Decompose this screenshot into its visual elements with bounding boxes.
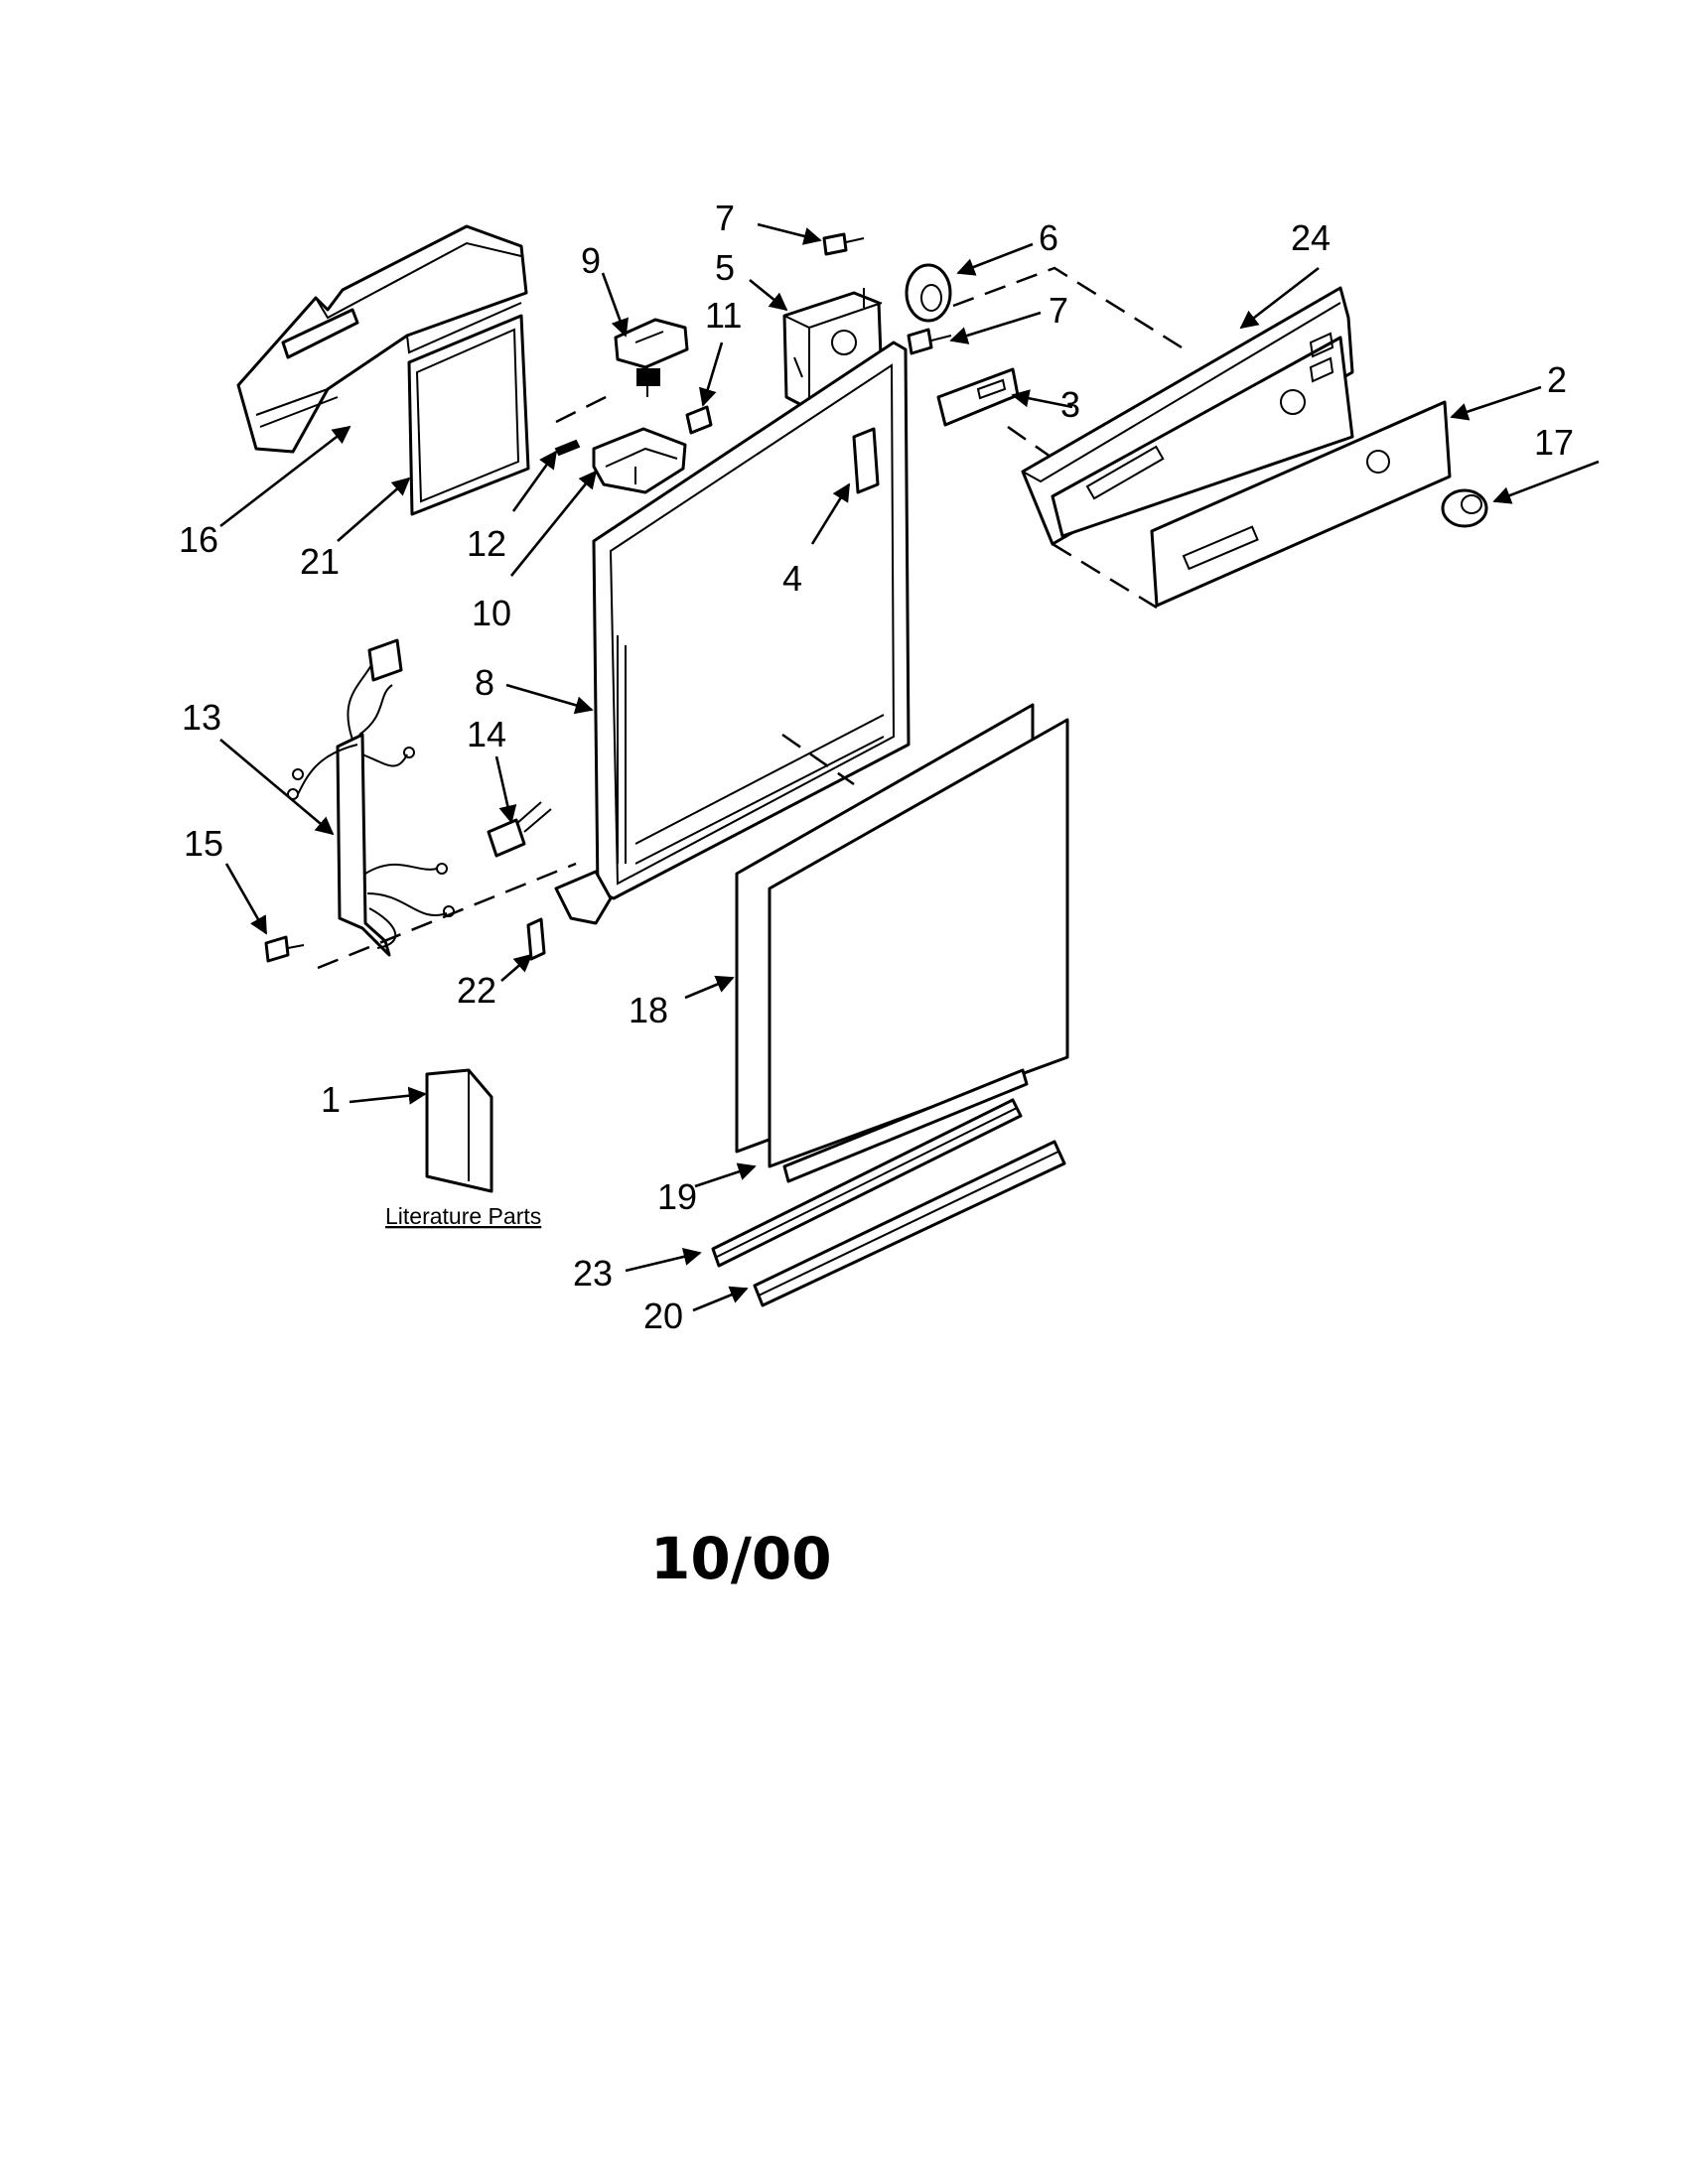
callout-3: 3 [1060, 384, 1080, 425]
part-7-screw-mid [907, 328, 952, 355]
callout-19: 19 [657, 1176, 697, 1217]
part-20-kick-plate [753, 1140, 1066, 1307]
callout-16: 16 [179, 519, 218, 560]
callout-22: 22 [457, 970, 496, 1011]
callout-15: 15 [184, 823, 223, 864]
part-23-trim-strip [711, 1098, 1023, 1268]
callout-23: 23 [573, 1253, 613, 1294]
callout-11: 11 [705, 295, 742, 336]
callout-9: 9 [581, 240, 601, 281]
callout-12: 12 [467, 523, 506, 564]
part-12-wire-tie [554, 439, 581, 457]
date-code: 10/00 [650, 1525, 832, 1592]
part-19-trim [782, 1068, 1029, 1183]
part-16-control-housing [236, 224, 528, 454]
callout-5: 5 [715, 247, 735, 288]
part-8-door-frame [554, 341, 911, 925]
callout-17: 17 [1534, 422, 1574, 463]
callout-18: 18 [629, 990, 668, 1030]
part-3-latch [936, 367, 1020, 427]
part-13-wire-harness [287, 638, 455, 957]
part-21-insulation-pad [407, 314, 530, 516]
callout-1: 1 [321, 1079, 341, 1120]
part-2-console-front [1150, 400, 1452, 608]
literature-parts-label: Literature Parts [385, 1203, 541, 1229]
callout-6: 6 [1039, 217, 1058, 258]
assembly-lines [317, 266, 1183, 970]
callout-13: 13 [182, 697, 221, 738]
part-17-knob [1441, 488, 1488, 528]
callout-20: 20 [643, 1296, 683, 1336]
part-18-door-panel [735, 703, 1069, 1168]
part-22-clip [526, 917, 546, 961]
callout-7-mid: 7 [1049, 290, 1068, 331]
part-9-switch-holder [614, 318, 689, 397]
callout-8: 8 [475, 662, 494, 703]
callout-14: 14 [467, 714, 506, 754]
part-6-knob-dial [905, 263, 952, 323]
part-14-fuse [487, 801, 552, 858]
callout-24: 24 [1291, 217, 1331, 258]
callout-labels: 7 5 6 24 7 9 11 2 3 17 16 21 12 10 4 8 1… [179, 198, 1574, 1336]
callout-21: 21 [300, 541, 340, 582]
part-15-screw [264, 935, 305, 963]
part-11-switch [685, 405, 713, 435]
callout-2: 2 [1547, 359, 1567, 400]
callout-7-top: 7 [715, 198, 735, 238]
part-7-screw-top [822, 232, 865, 256]
part-24-console [1021, 286, 1354, 546]
leader-arrows [219, 222, 1600, 1312]
callout-4: 4 [782, 558, 802, 599]
callout-10: 10 [472, 593, 511, 633]
part-10-bracket [592, 427, 687, 494]
part-1-literature [425, 1068, 493, 1193]
